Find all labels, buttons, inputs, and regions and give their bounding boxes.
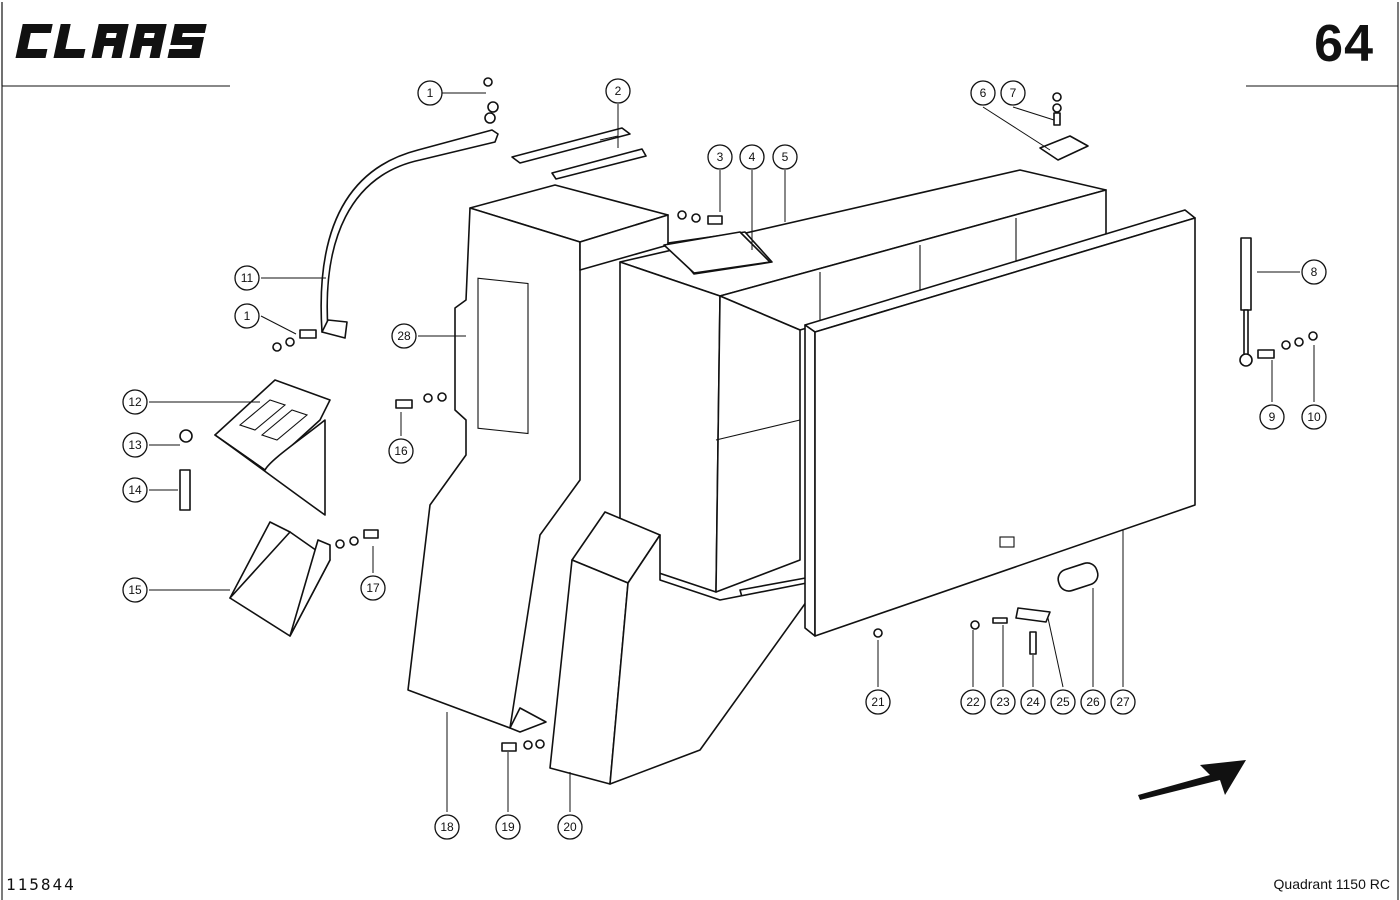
callout-4: 4 xyxy=(739,144,765,170)
callout-23: 23 xyxy=(990,689,1016,715)
svg-text:1: 1 xyxy=(427,86,434,100)
callout-6: 6 xyxy=(970,80,996,106)
lower-duct-part xyxy=(549,511,823,785)
svg-text:20: 20 xyxy=(563,820,577,834)
svg-text:17: 17 xyxy=(366,581,380,595)
callout-20: 20 xyxy=(557,814,583,840)
guard-part xyxy=(214,379,331,516)
model-name: Quadrant 1150 RC xyxy=(1273,876,1390,892)
document-id: 115844 xyxy=(6,875,76,894)
callout-11: 11 xyxy=(234,265,260,291)
callout-24: 24 xyxy=(1020,689,1046,715)
callout-14: 14 xyxy=(122,477,148,503)
svg-text:4: 4 xyxy=(749,150,756,164)
svg-text:22: 22 xyxy=(966,695,980,709)
svg-text:8: 8 xyxy=(1311,265,1318,279)
callout-15: 15 xyxy=(122,577,148,603)
strip-parts xyxy=(511,127,647,180)
latch-handle-part xyxy=(1057,562,1099,592)
svg-text:23: 23 xyxy=(996,695,1010,709)
callout-10: 10 xyxy=(1301,404,1327,430)
svg-text:10: 10 xyxy=(1307,410,1321,424)
callout-22: 22 xyxy=(960,689,986,715)
svg-text:28: 28 xyxy=(397,329,411,343)
callout-12: 12 xyxy=(122,389,148,415)
svg-text:21: 21 xyxy=(871,695,885,709)
svg-text:5: 5 xyxy=(782,150,789,164)
direction-arrow xyxy=(1138,760,1246,800)
page-number: 64 xyxy=(1314,15,1374,73)
svg-text:11: 11 xyxy=(241,271,254,285)
svg-text:12: 12 xyxy=(128,395,142,409)
left-duct-part xyxy=(407,184,669,733)
svg-text:15: 15 xyxy=(128,583,142,597)
callout-21: 21 xyxy=(865,689,891,715)
gas-strut-part xyxy=(1239,237,1253,367)
handle-bar-part xyxy=(320,129,499,339)
svg-text:24: 24 xyxy=(1026,695,1040,709)
svg-text:25: 25 xyxy=(1056,695,1070,709)
callout-18: 18 xyxy=(434,814,460,840)
callout-8: 8 xyxy=(1301,259,1327,285)
callout-26: 26 xyxy=(1080,689,1106,715)
svg-text:3: 3 xyxy=(717,150,724,164)
svg-text:27: 27 xyxy=(1116,695,1130,709)
svg-text:2: 2 xyxy=(615,84,622,98)
claas-logo xyxy=(15,24,207,58)
svg-text:6: 6 xyxy=(980,86,987,100)
svg-text:1: 1 xyxy=(244,309,251,323)
bracket-part xyxy=(229,521,331,637)
cover-panel-part xyxy=(804,209,1196,637)
callout-1-lower: 1 xyxy=(234,303,260,329)
callout-13: 13 xyxy=(122,432,148,458)
svg-text:7: 7 xyxy=(1010,86,1017,100)
svg-text:26: 26 xyxy=(1086,695,1100,709)
fasteners xyxy=(179,77,1318,752)
callout-28: 28 xyxy=(391,323,417,349)
callout-17: 17 xyxy=(360,575,386,601)
callout-5: 5 xyxy=(772,144,798,170)
svg-text:18: 18 xyxy=(440,820,454,834)
callout-25: 25 xyxy=(1050,689,1076,715)
svg-text:13: 13 xyxy=(128,438,142,452)
callout-16: 16 xyxy=(388,438,414,464)
callout-2: 2 xyxy=(605,78,631,104)
callout-3: 3 xyxy=(707,144,733,170)
svg-text:14: 14 xyxy=(128,483,142,497)
small-plates xyxy=(663,135,1089,274)
svg-text:16: 16 xyxy=(394,444,408,458)
callout-9: 9 xyxy=(1259,404,1285,430)
callout-27: 27 xyxy=(1110,689,1136,715)
callout-7: 7 xyxy=(1000,80,1026,106)
svg-text:19: 19 xyxy=(501,820,515,834)
callout-1: 1 xyxy=(417,80,443,106)
leader-lines xyxy=(149,92,1315,812)
callout-19: 19 xyxy=(495,814,521,840)
svg-text:9: 9 xyxy=(1269,410,1276,424)
